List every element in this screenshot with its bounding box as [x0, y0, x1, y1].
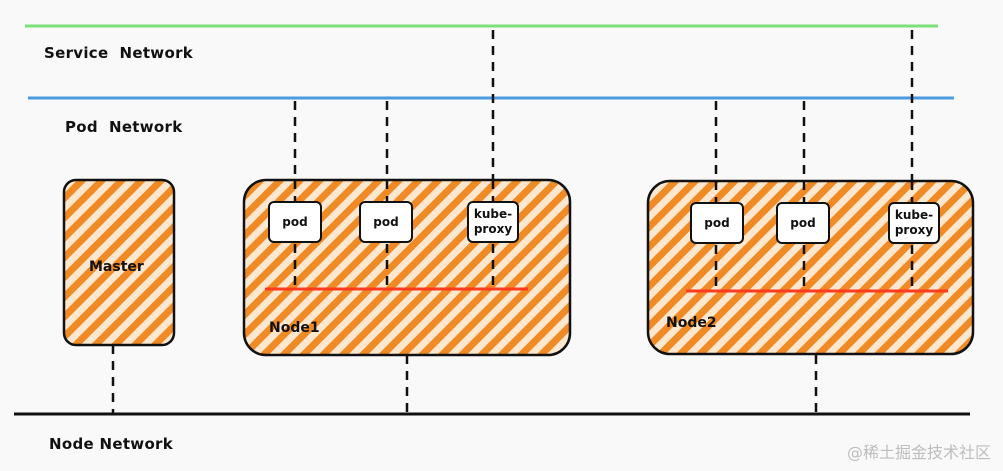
pod-label: pod	[373, 214, 399, 229]
node1-label: Node1	[269, 320, 320, 336]
pod-label: pod	[790, 215, 816, 230]
pod-box: pod	[690, 202, 744, 244]
pod-network-label: Pod Network	[65, 118, 183, 136]
pod-label: pod	[704, 215, 730, 230]
pod-label: pod	[282, 214, 308, 229]
kube-proxy-box: kube- proxy	[888, 202, 940, 244]
master-label: Master	[89, 259, 144, 275]
node-network-label: Node Network	[49, 435, 174, 453]
pod-box: pod	[268, 201, 322, 243]
service-network-label: Service Network	[44, 44, 194, 62]
watermark-text: @稀土掘金技术社区	[846, 443, 991, 462]
kube-proxy-label-line2: proxy	[894, 223, 934, 237]
kube-proxy-label-line2: proxy	[473, 222, 513, 236]
pod-box: pod	[776, 202, 830, 244]
kube-proxy-box: kube- proxy	[467, 201, 519, 243]
master-box	[62, 178, 176, 347]
node2-label: Node2	[666, 315, 717, 331]
pod-box: pod	[359, 201, 413, 243]
kube-proxy-label-line1: kube-	[894, 208, 934, 222]
kube-proxy-label-line1: kube-	[473, 207, 513, 221]
